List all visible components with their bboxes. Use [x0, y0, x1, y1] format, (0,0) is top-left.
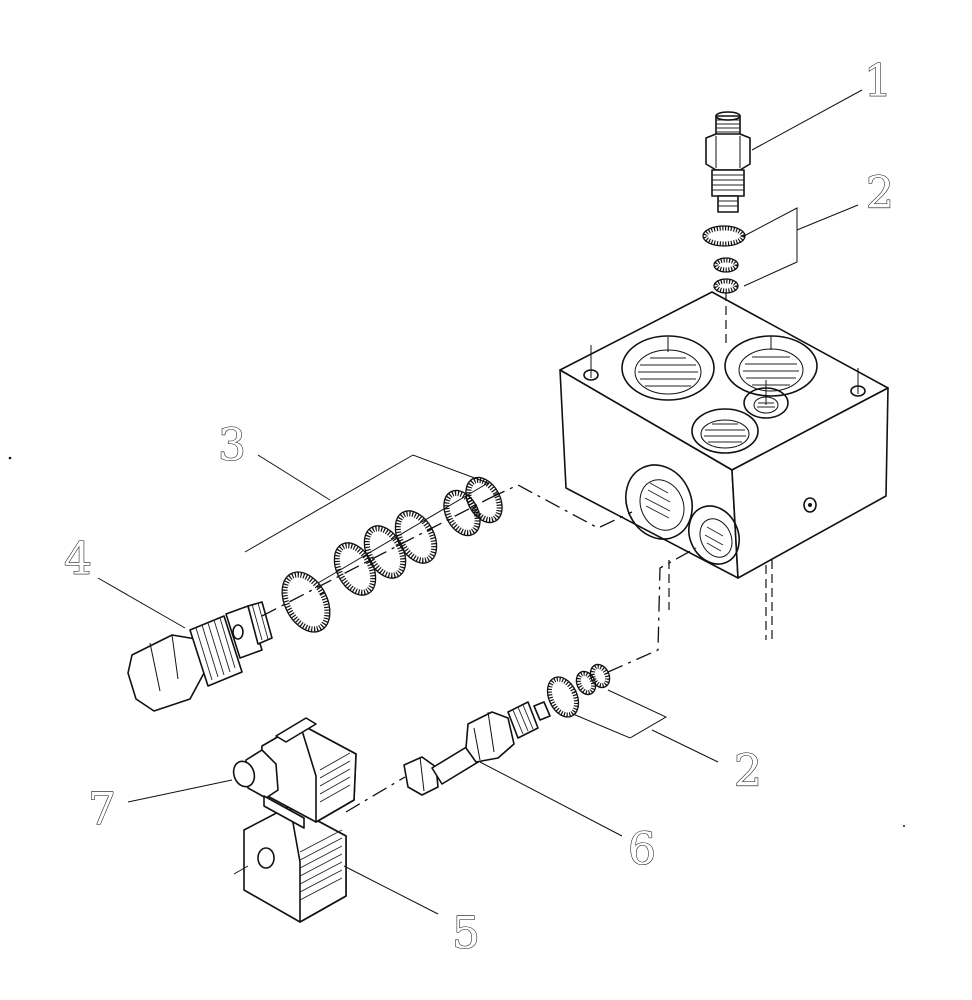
- solenoid-coil: [243, 805, 347, 923]
- relief-valve-cartridge: [127, 601, 273, 712]
- callout-4: 4: [64, 534, 92, 585]
- callout-2-top: 2: [866, 168, 894, 219]
- leader-lines: [97, 89, 863, 915]
- callout-5: 5: [452, 908, 480, 959]
- callout-labels: 1 2 3 4 2 7 6 5: [63, 55, 894, 959]
- callout-7: 7: [88, 784, 116, 835]
- speck: [903, 825, 905, 827]
- cartridge-valve: [705, 111, 751, 213]
- callout-1: 1: [864, 56, 892, 107]
- electrical-connector: [232, 717, 357, 829]
- callout-3: 3: [218, 420, 246, 471]
- solenoid-valve-stem: [403, 701, 551, 796]
- o-ring-seal-set-top: [702, 207, 798, 294]
- callout-6: 6: [628, 824, 656, 875]
- speck: [8, 456, 12, 460]
- o-ring-seal-set: [244, 454, 503, 633]
- o-ring-seal-set-bottom: [546, 663, 668, 739]
- callout-2-bottom: 2: [734, 746, 762, 797]
- assembly-center-lines: [261, 292, 727, 813]
- valve-manifold-block: [559, 291, 889, 640]
